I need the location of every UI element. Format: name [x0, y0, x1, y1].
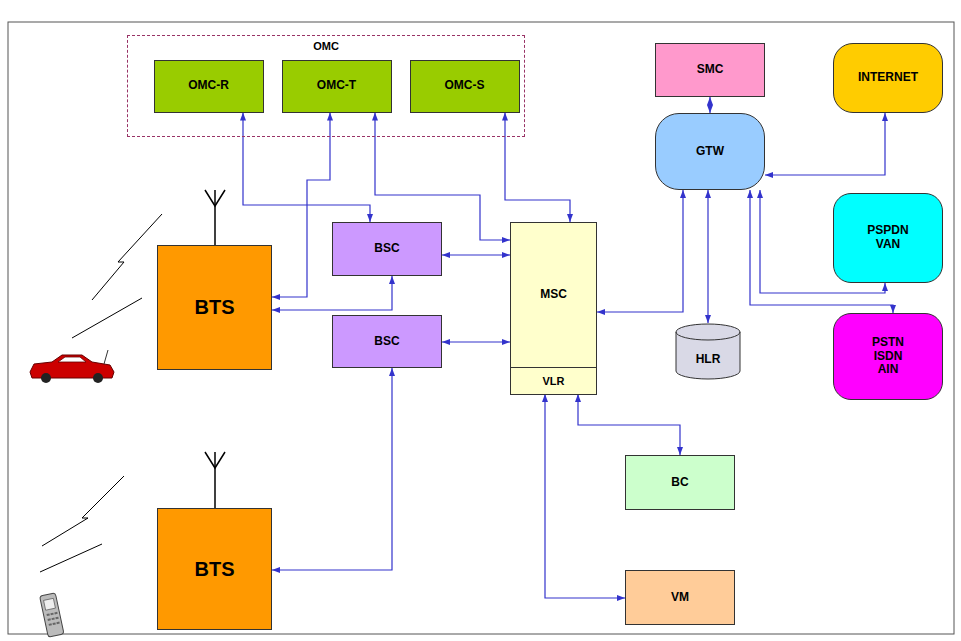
node-label: BSC	[374, 335, 399, 349]
phone-icon	[40, 593, 64, 637]
outer-frame	[8, 22, 954, 634]
node-label: OMC-T	[317, 79, 356, 93]
switch-box: MSC VLR	[510, 222, 597, 395]
node-label: BTS	[195, 296, 235, 319]
node-label: INTERNET	[858, 71, 918, 85]
node-label: PSPDN VAN	[859, 224, 917, 252]
node-label: VLR	[543, 375, 565, 388]
rounded-box: PSTN ISDN AIN	[833, 313, 943, 400]
node-label: HLR	[696, 353, 721, 367]
station-box: BTS	[157, 508, 272, 630]
process-box: OMC-T	[282, 60, 392, 113]
process-box: SMC	[655, 43, 765, 97]
connector-line	[442, 341, 510, 342]
connector-line	[597, 190, 683, 312]
connector-line	[272, 368, 392, 570]
connector-line	[505, 113, 570, 223]
connector-line	[709, 97, 710, 113]
connector-line	[545, 394, 625, 598]
radio-link-symbol	[40, 214, 162, 572]
node-label: BTS	[195, 558, 235, 581]
node-label: SMC	[697, 63, 724, 77]
node-label: OMC-S	[445, 79, 485, 93]
cylinder-outline	[675, 323, 741, 380]
rounded-box: GTW	[655, 113, 765, 190]
node-label: BC	[671, 476, 688, 490]
connector-line	[272, 113, 330, 298]
database-cylinder: HLR	[675, 323, 741, 380]
station-box: BTS	[157, 245, 272, 370]
connector-line	[442, 254, 510, 255]
process-box: OMC-R	[154, 60, 264, 113]
group-box: OMC OMC-R OMC-T OMC-S	[127, 35, 525, 137]
rounded-box: INTERNET	[833, 43, 943, 113]
node-label: OMC-R	[188, 79, 229, 93]
rounded-box: PSPDN VAN	[833, 193, 943, 283]
connector-line	[272, 276, 392, 310]
process-box: BSC	[332, 315, 442, 368]
process-box: BC	[625, 455, 735, 510]
node-label: OMC	[313, 40, 339, 53]
car-icon	[30, 350, 114, 383]
node-label: BSC	[374, 242, 399, 256]
process-box: VM	[625, 570, 735, 625]
node-label: VM	[671, 591, 689, 605]
connector-line	[765, 113, 885, 175]
node-label: PSTN ISDN AIN	[862, 336, 914, 377]
connector-line	[375, 113, 510, 241]
node-label: MSC	[540, 288, 567, 302]
node-label: GTW	[696, 145, 724, 159]
register-box: VLR	[510, 367, 597, 394]
process-box: OMC-S	[410, 60, 520, 113]
process-box: BSC	[332, 222, 442, 276]
connector-line	[578, 394, 680, 455]
connector-line	[707, 190, 708, 323]
